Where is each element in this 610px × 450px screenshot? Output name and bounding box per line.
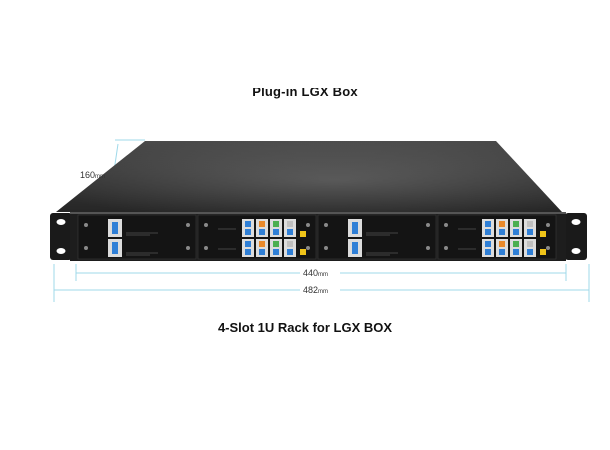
adapter-port: [513, 249, 519, 255]
warning-icon: [300, 231, 306, 237]
adapter-blue: [112, 222, 118, 234]
module-slots: [77, 214, 557, 260]
adapter-port: [513, 221, 519, 227]
outer-width-label: 482mm: [303, 285, 328, 295]
adapter-port: [273, 241, 279, 247]
adapter-port: [259, 229, 265, 235]
adapter-port: [485, 229, 491, 235]
outer-width-dimension: [53, 264, 590, 302]
screw-icon: [204, 223, 208, 227]
bottom-caption: 4-Slot 1U Rack for LGX BOX: [217, 320, 393, 335]
screw-icon: [546, 246, 550, 250]
adapter-port: [527, 221, 533, 227]
adapter-port: [499, 221, 505, 227]
warning-icon: [300, 249, 306, 255]
adapter-port: [527, 229, 533, 235]
screw-icon: [306, 246, 310, 250]
adapter-port: [259, 249, 265, 255]
adapter-port: [499, 229, 505, 235]
inner-width-value: 440: [303, 268, 319, 278]
adapter-port: [287, 241, 293, 247]
warning-icon: [540, 249, 546, 255]
adapter-port: [527, 249, 533, 255]
screw-icon: [546, 223, 550, 227]
adapter-blue: [352, 242, 358, 254]
top-caption-text: Plug-in LGX Box: [252, 88, 358, 99]
warning-icon: [540, 231, 546, 237]
inner-width-unit: mm: [318, 272, 329, 278]
adapter-blue: [352, 222, 358, 234]
adapter-port: [273, 221, 279, 227]
depth-unit: mm: [95, 174, 106, 180]
screw-icon: [324, 223, 328, 227]
screw-icon: [444, 246, 448, 250]
screw-icon: [204, 246, 208, 250]
screw-icon: [186, 223, 190, 227]
adapter-blue: [112, 242, 118, 254]
outer-width-unit: mm: [318, 289, 329, 295]
adapter-port: [287, 229, 293, 235]
screw-icon: [306, 223, 310, 227]
adapter-port: [245, 229, 251, 235]
adapter-port: [245, 241, 251, 247]
module-slot-1: [77, 214, 197, 260]
screw-icon: [426, 246, 430, 250]
adapter-port: [485, 221, 491, 227]
adapter-port: [287, 249, 293, 255]
outer-width-value: 482: [303, 285, 319, 295]
screw-icon: [426, 223, 430, 227]
screw-icon: [84, 223, 88, 227]
adapter-port: [513, 241, 519, 247]
screw-icon: [444, 223, 448, 227]
rack-ear-right: [565, 213, 587, 260]
adapter-port: [499, 249, 505, 255]
adapter-port: [485, 249, 491, 255]
inner-width-label: 440mm: [303, 268, 328, 278]
adapter-port: [273, 249, 279, 255]
screw-icon: [324, 246, 328, 250]
adapter-port: [259, 221, 265, 227]
adapter-port: [273, 229, 279, 235]
adapter-port: [245, 221, 251, 227]
adapter-port: [513, 229, 519, 235]
adapter-port: [287, 221, 293, 227]
adapter-port: [527, 241, 533, 247]
module-slot-3: [317, 214, 437, 260]
inner-width-dimension: [75, 264, 567, 281]
top-caption: Plug-in LGX Box: [0, 88, 610, 102]
screw-icon: [84, 246, 88, 250]
adapter-port: [245, 249, 251, 255]
adapter-port: [259, 241, 265, 247]
adapter-port: [499, 241, 505, 247]
depth-value: 160: [80, 170, 96, 180]
depth-label: 160mm: [80, 170, 105, 180]
screw-icon: [186, 246, 190, 250]
adapter-port: [485, 241, 491, 247]
rack-ear-left: [50, 213, 72, 260]
